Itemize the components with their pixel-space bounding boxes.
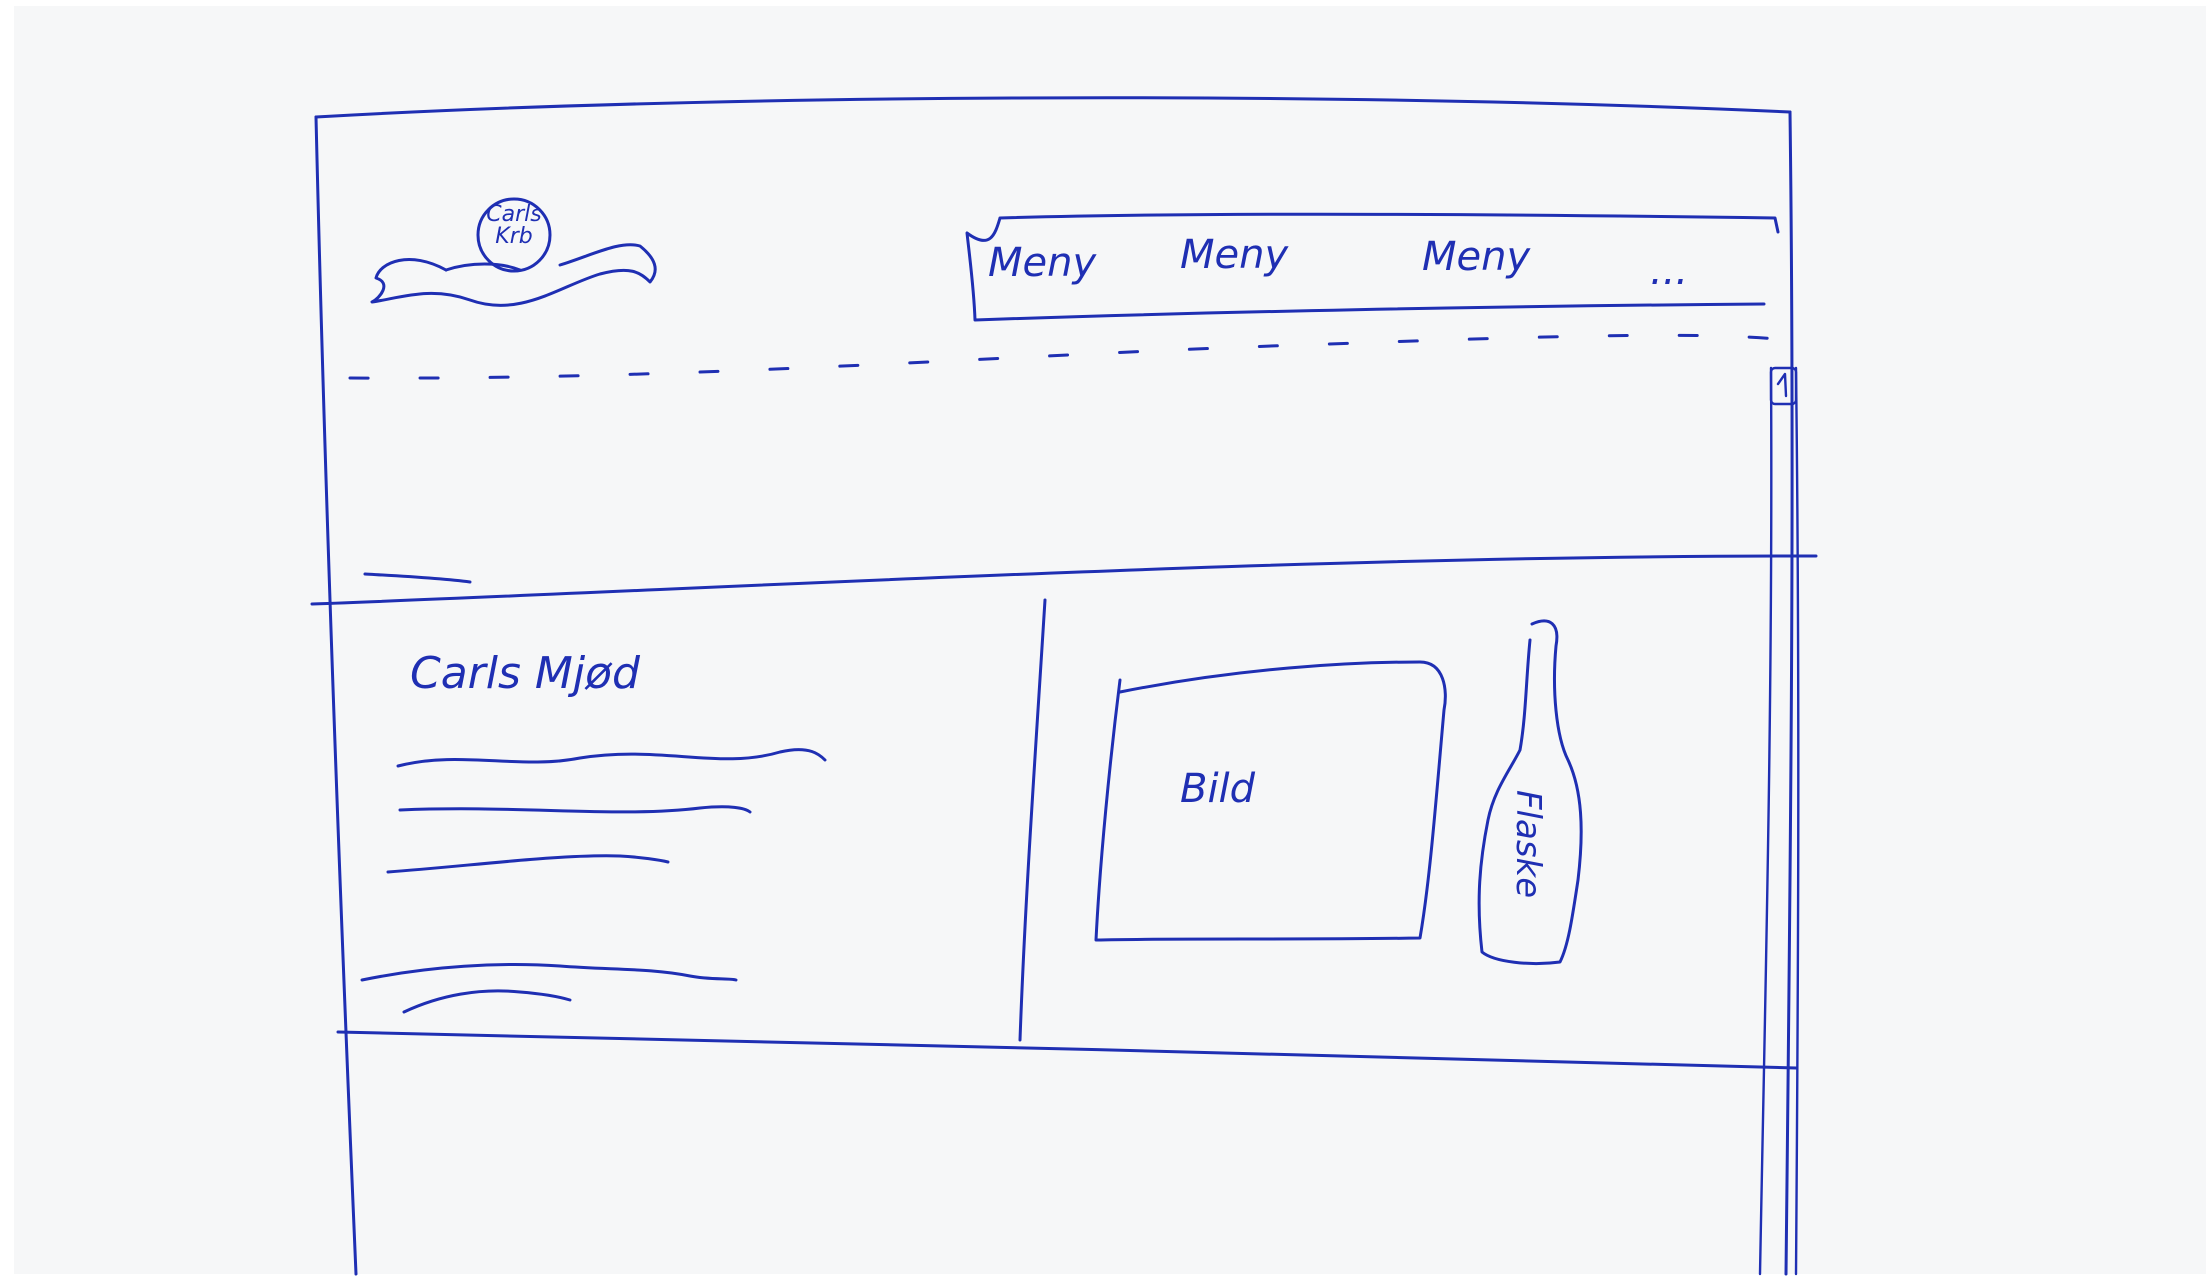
nav-item-1[interactable]: Meny bbox=[988, 240, 1096, 286]
hero-bottom-border bbox=[338, 1032, 1796, 1068]
text-line-2 bbox=[400, 807, 750, 812]
hero-top-border-stub bbox=[365, 574, 470, 582]
nav-item-2[interactable]: Meny bbox=[1180, 232, 1288, 278]
text-line-5 bbox=[404, 991, 570, 1012]
logo[interactable]: Carls Krb bbox=[482, 204, 546, 248]
logo-line-2: Krb bbox=[482, 226, 546, 248]
hero-title: Carls Mjød bbox=[410, 648, 640, 699]
hero-column-divider bbox=[1020, 600, 1045, 1040]
window-frame-top-edge bbox=[316, 98, 1790, 117]
hero-top-border bbox=[312, 556, 1816, 604]
bottle-label: Flaske bbox=[1508, 790, 1548, 898]
logo-line-1: Carls bbox=[482, 204, 546, 226]
window-frame-left-edge bbox=[316, 117, 356, 1274]
header-separator bbox=[350, 335, 1786, 378]
window-frame-right-edge bbox=[1786, 112, 1792, 1274]
image-label: Bild bbox=[1180, 766, 1255, 812]
image-placeholder-box bbox=[1096, 662, 1445, 940]
nav-item-more[interactable]: ... bbox=[1650, 248, 1688, 294]
text-line-4 bbox=[362, 965, 736, 980]
nav-item-3[interactable]: Meny bbox=[1422, 234, 1530, 280]
text-line-3 bbox=[388, 856, 668, 872]
scroll-up-icon bbox=[1778, 374, 1786, 396]
text-line-1 bbox=[398, 750, 825, 766]
